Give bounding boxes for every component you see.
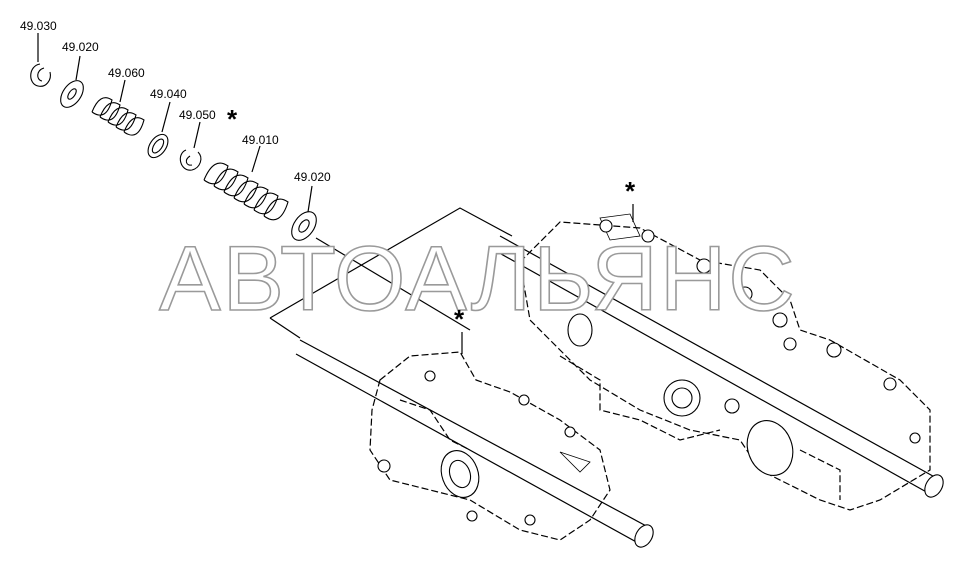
lower-housing-assembly xyxy=(295,339,654,548)
callout-49-060: 49.060 xyxy=(108,66,145,80)
callout-49-040: 49.040 xyxy=(150,87,187,101)
washer-part-1 xyxy=(60,55,84,108)
callout-49-020-b: 49.020 xyxy=(294,170,331,184)
snap-ring-part xyxy=(30,33,51,87)
watermark-text: АВТОАЛЬЯНС xyxy=(159,228,797,330)
asterisk-mark-3: * xyxy=(454,304,465,334)
callout-49-010: 49.010 xyxy=(242,133,279,147)
upper-housing-assembly xyxy=(493,213,944,511)
assembly-leader-line xyxy=(269,207,513,339)
callout-49-020-a: 49.020 xyxy=(62,40,99,54)
asterisk-mark-1: * xyxy=(227,104,238,134)
callout-49-030: 49.030 xyxy=(20,19,57,33)
clip-part xyxy=(179,121,202,171)
spring-small-part xyxy=(91,79,145,136)
ring-part xyxy=(147,101,171,159)
callout-49-050: 49.050 xyxy=(179,108,216,122)
washer-part-2 xyxy=(291,185,317,241)
asterisk-mark-2: * xyxy=(625,176,636,206)
spring-large-part xyxy=(203,145,289,221)
